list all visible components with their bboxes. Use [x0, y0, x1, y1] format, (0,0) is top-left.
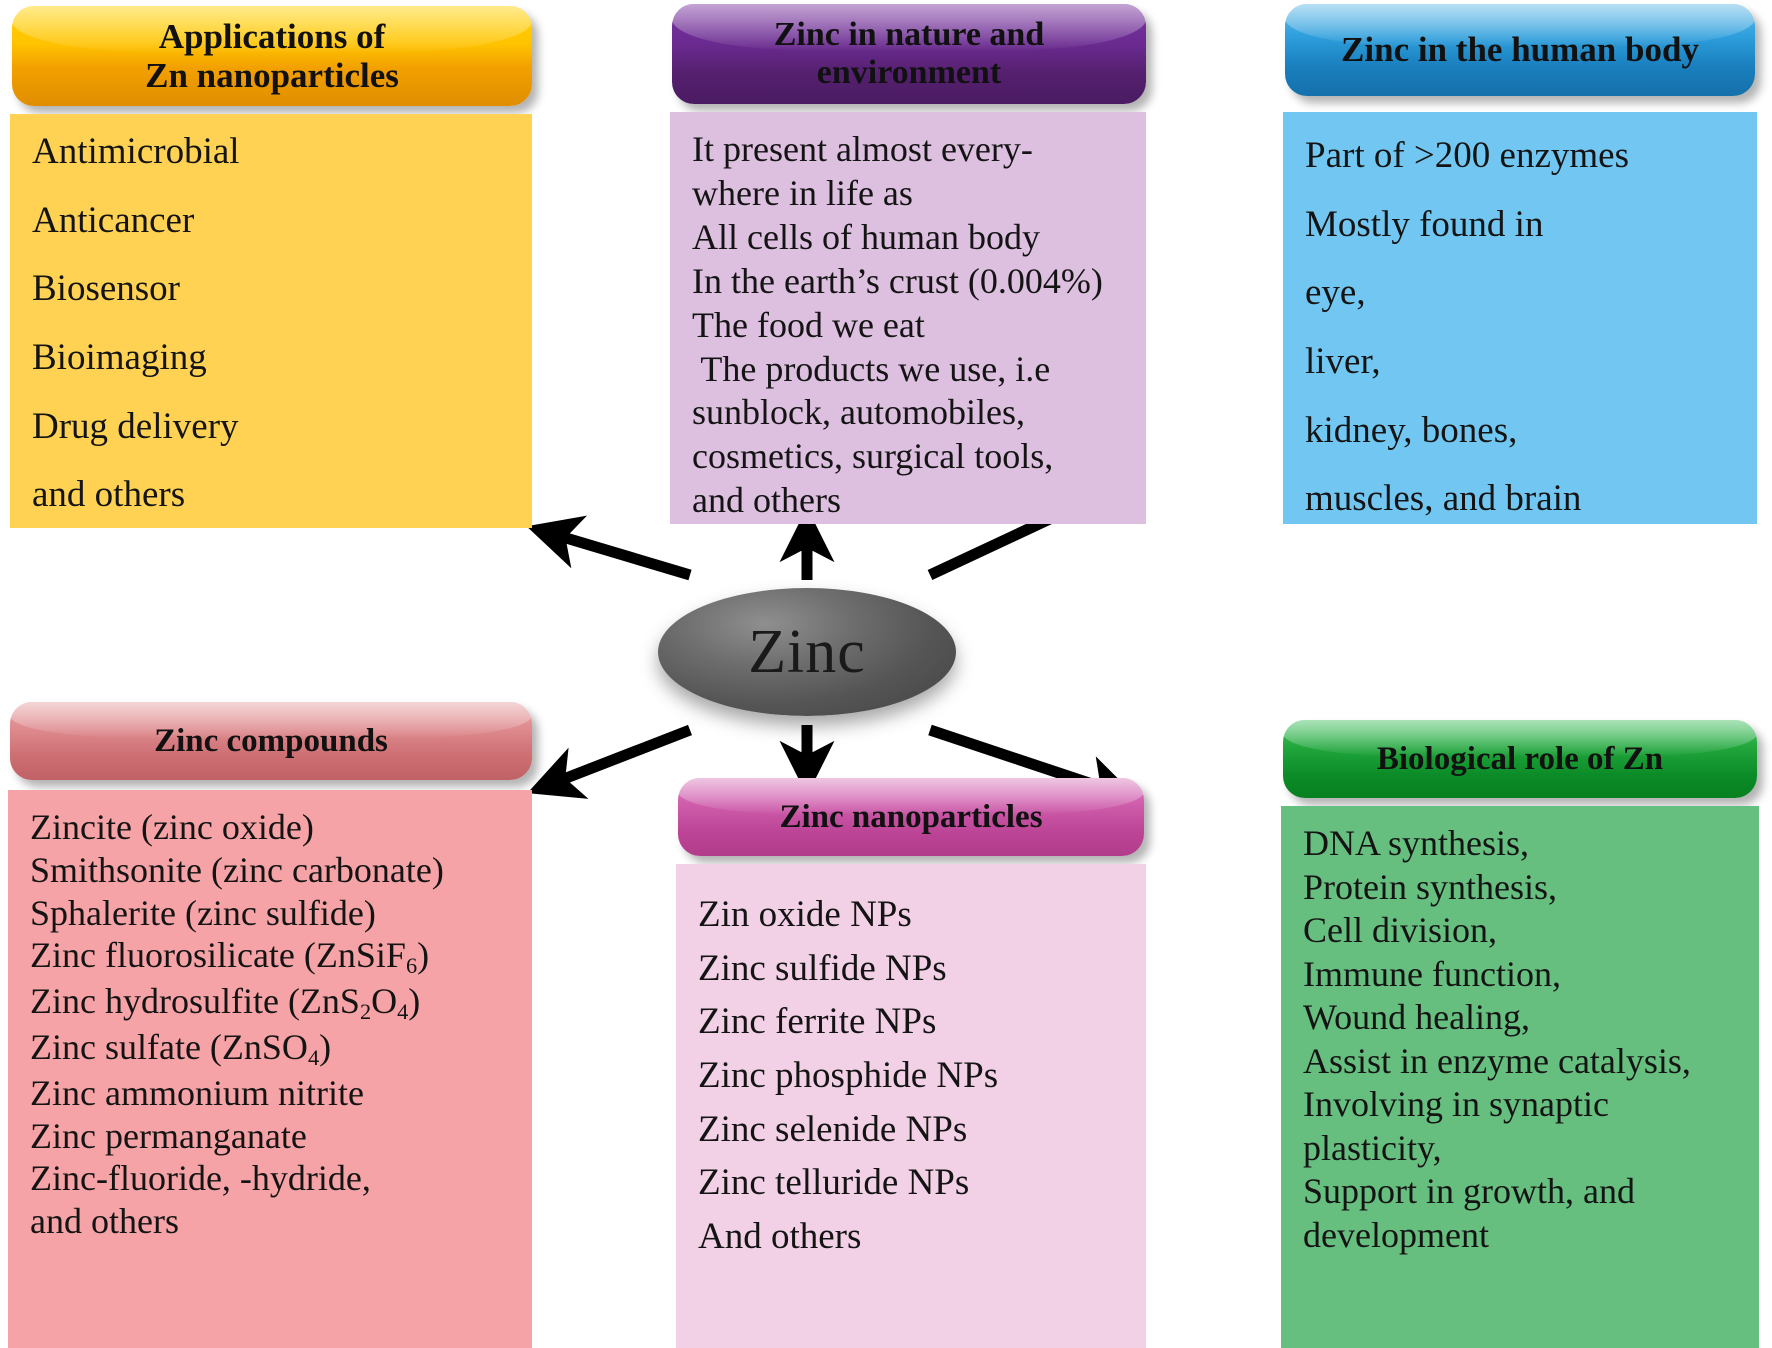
arrow-to-compounds [527, 724, 692, 799]
list-item: Antimicrobial [32, 131, 240, 172]
list-item: Mostly found in [1305, 203, 1544, 245]
list-item: Zinc phosphide NPs [698, 1054, 999, 1096]
list-item: Zinc sulfate (ZnSO4) [30, 1027, 332, 1071]
list-item: Involving in synaptic [1303, 1084, 1609, 1125]
nature-title-line1: Zinc in nature and [773, 15, 1045, 53]
list-item: Sphalerite (zinc sulfide) [30, 892, 376, 933]
list-item: Wound healing, [1303, 997, 1531, 1038]
list-item: Assist in enzyme catalysis, [1303, 1040, 1691, 1081]
list-item: It present almost every- [692, 129, 1033, 169]
panel-compounds-header[interactable]: Zinc compounds [10, 702, 532, 780]
list-item: plasticity, [1303, 1127, 1442, 1168]
panel-biological-header[interactable]: Biological role of Zn [1283, 720, 1757, 798]
list-item: sunblock, automobiles, [692, 392, 1025, 433]
list-item: Cell division, [1303, 910, 1498, 951]
panel-biological-body: DNA synthesis, Protein synthesis, Cell d… [1281, 806, 1759, 1348]
list-item: cosmetics, surgical tools, [692, 436, 1054, 477]
panel-nanoparticles-header[interactable]: Zinc nanoparticles [678, 778, 1144, 856]
list-item: where in life as [692, 172, 913, 213]
human-body-title-line1: Zinc in the human body [1341, 30, 1699, 70]
list-item: Zinc fluorosilicate (ZnSiF6) [30, 935, 430, 979]
center-node-label: Zinc [748, 617, 866, 686]
list-item: Zinc ferrite NPs [698, 1001, 937, 1043]
list-item: Immune function, [1303, 953, 1561, 994]
list-item: Part of >200 enzymes [1305, 135, 1629, 176]
list-item: and others [30, 1201, 179, 1242]
arrow-to-applications [526, 515, 692, 581]
list-item: kidney, bones, [1305, 409, 1518, 451]
panel-applications-body: Antimicrobial Anticancer Biosensor Bioim… [10, 114, 532, 528]
list-item: eye, [1305, 272, 1366, 314]
list-item: In the earth’s crust (0.004%) [692, 260, 1103, 301]
list-item: Protein synthesis, [1303, 866, 1558, 907]
list-item: Drug delivery [32, 405, 239, 447]
list-item: Zinc telluride NPs [698, 1162, 970, 1204]
list-item: Zin oxide NPs [698, 894, 912, 935]
list-item: Zinc-fluoride, -hydride, [30, 1158, 371, 1199]
panel-compounds-body: Zincite (zinc oxide) Smithsonite (zinc c… [8, 790, 532, 1348]
list-item: Zinc selenide NPs [698, 1108, 968, 1150]
nanoparticles-title-line1: Zinc nanoparticles [779, 798, 1043, 835]
list-item: and others [32, 474, 186, 516]
compounds-title-line1: Zinc compounds [154, 722, 388, 759]
list-item: liver, [1305, 340, 1381, 382]
center-node-zinc[interactable]: Zinc [658, 588, 956, 716]
list-item: Smithsonite (zinc carbonate) [30, 849, 444, 890]
list-item: Anticancer [32, 199, 195, 241]
list-item: Zincite (zinc oxide) [30, 807, 314, 847]
panel-applications-header[interactable]: Applications of Zn nanoparticles [12, 6, 532, 106]
list-item: The food we eat [692, 304, 925, 345]
list-item: Biosensor [32, 268, 180, 310]
list-item: DNA synthesis, [1303, 823, 1530, 863]
panel-human-body-header[interactable]: Zinc in the human body [1285, 4, 1755, 96]
panel-nature-body: It present almost every- where in life a… [670, 112, 1146, 524]
list-item: The products we use, i.e [692, 348, 1051, 389]
list-item: And others [698, 1215, 862, 1257]
panel-nanoparticles-body: Zin oxide NPs Zinc sulfide NPs Zinc ferr… [676, 864, 1146, 1348]
biological-title-line1: Biological role of Zn [1376, 740, 1664, 777]
list-item: development [1303, 1214, 1489, 1255]
list-item: Bioimaging [32, 336, 207, 378]
list-item: Support in growth, and [1303, 1171, 1635, 1212]
list-item: Zinc permanganate [30, 1115, 307, 1156]
applications-title-line2: Zn nanoparticles [145, 56, 399, 95]
list-item: muscles, and brain [1305, 478, 1582, 520]
list-item: All cells of human body [692, 216, 1040, 257]
applications-title-line1: Applications of [158, 16, 386, 56]
panel-nature-header[interactable]: Zinc in nature and environment [672, 4, 1146, 104]
list-item: Zinc hydrosulfite (ZnS2O4) [30, 981, 421, 1025]
list-item: and others [692, 480, 841, 521]
panel-human-body-body: Part of >200 enzymes Mostly found in eye… [1283, 112, 1757, 524]
nature-title-line2: environment [816, 54, 1002, 91]
list-item: Zinc ammonium nitrite [30, 1072, 364, 1113]
list-item: Zinc sulfide NPs [698, 947, 947, 989]
